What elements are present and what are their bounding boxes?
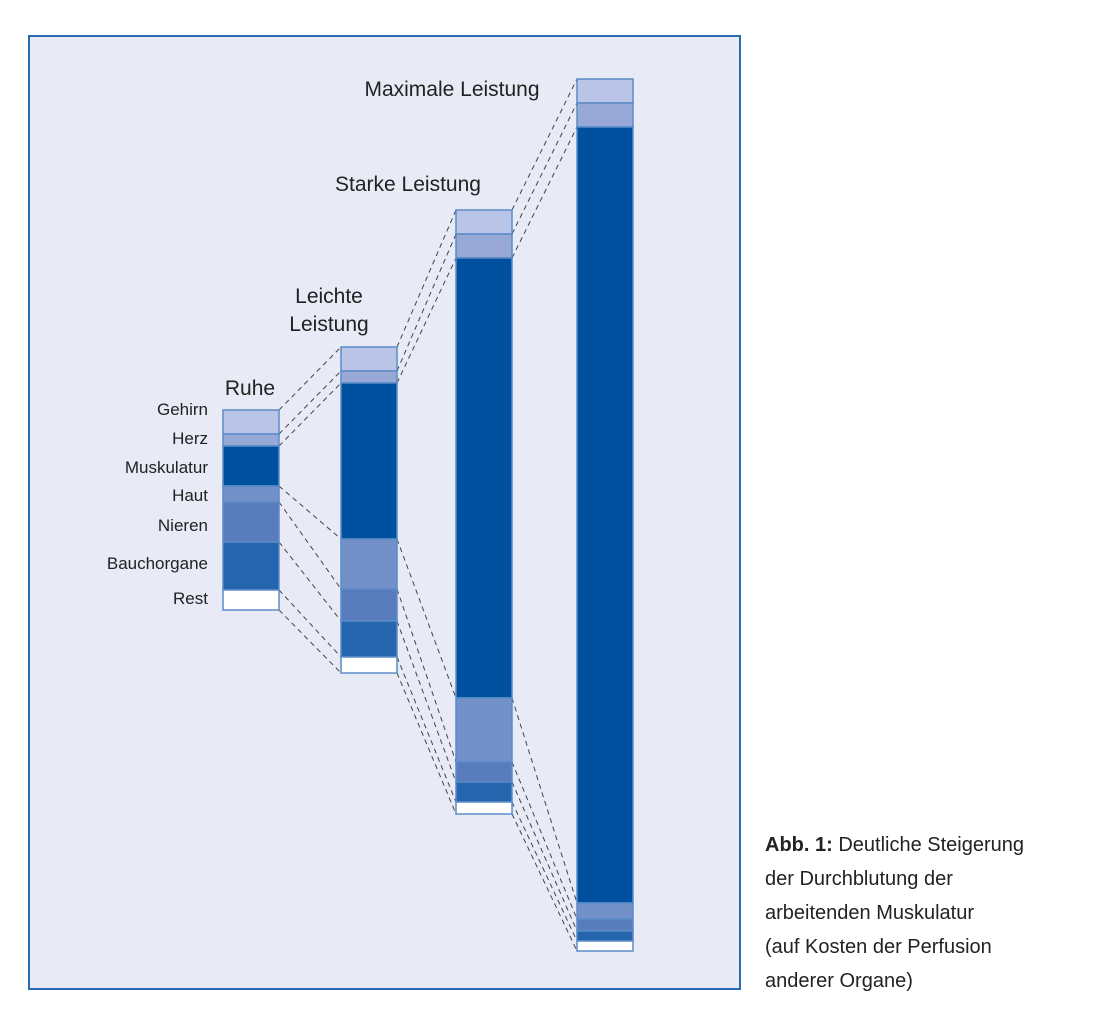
- caption-line: arbeitenden Muskulatur: [765, 902, 975, 924]
- connector-line: [396, 257, 457, 384]
- stage-label-ruhe: Ruhe: [224, 377, 276, 400]
- organ-label-rest: Rest: [173, 589, 208, 608]
- stage-label-leichte-line1: Leichte: [295, 285, 363, 308]
- connector-line: [511, 801, 578, 942]
- connector-line: [396, 656, 457, 803]
- bar-ruhe: [222, 409, 280, 611]
- bar-segment-haut: [222, 485, 280, 503]
- bar-segment-muskulatur: [455, 257, 513, 699]
- bar-segment-rest: [455, 801, 513, 815]
- bar-segment-herz: [576, 102, 634, 128]
- connector-line: [511, 781, 578, 932]
- bar-segment-gehirn: [455, 209, 513, 235]
- organ-label-bauchorgane: Bauchorgane: [106, 554, 208, 573]
- bar-segment-gehirn: [222, 409, 280, 435]
- bar-segment-bauchorgane: [576, 930, 634, 942]
- stage-label-starke: Starke Leistung: [335, 173, 481, 196]
- bar-segment-nieren: [340, 588, 398, 622]
- bar-segment-muskulatur: [576, 126, 634, 904]
- connector-line: [278, 501, 342, 590]
- bar-starke-leistung: [455, 209, 513, 815]
- connector-line: [278, 609, 342, 674]
- connector-line: [511, 697, 578, 904]
- organ-label-muskulatur: Muskulatur: [124, 458, 208, 477]
- bar-segment-nieren: [576, 918, 634, 932]
- connector-line: [278, 346, 342, 411]
- connector-line: [278, 541, 342, 622]
- connector-line: [278, 485, 342, 540]
- bar-segment-nieren: [455, 761, 513, 783]
- connector-line: [396, 209, 457, 348]
- bar-segment-bauchorgane: [222, 541, 280, 591]
- organ-label-gehirn: Gehirn: [156, 400, 208, 419]
- connector-line: [278, 370, 342, 435]
- connector-line: [396, 233, 457, 372]
- connector-line: [396, 672, 457, 815]
- bar-segment-gehirn: [340, 346, 398, 372]
- bar-segment-muskulatur: [222, 445, 280, 487]
- stage-label-leichte-line2: Leistung: [289, 313, 369, 336]
- caption-line: Deutliche Steigerung: [838, 834, 1025, 856]
- bar-segment-haut: [576, 902, 634, 920]
- bar-segment-haut: [340, 538, 398, 590]
- connector-line: [511, 102, 578, 235]
- caption-line: der Durchblutung der: [765, 868, 953, 890]
- connector-line: [511, 78, 578, 211]
- bar-segment-bauchorgane: [455, 781, 513, 803]
- connector-line: [396, 588, 457, 763]
- bar-leichte-leistung: [340, 346, 398, 674]
- caption-prefix: Abb. 1:: [765, 834, 833, 856]
- connector-line: [511, 813, 578, 952]
- bar-segment-gehirn: [576, 78, 634, 104]
- figure-caption: Abb. 1: Deutliche Steigerung der Durchbl…: [765, 828, 1024, 998]
- bar-segment-rest: [222, 589, 280, 611]
- bar-segment-herz: [340, 370, 398, 384]
- bar-maximale-leistung: [576, 78, 634, 952]
- connector-lines: [278, 78, 578, 952]
- organ-label-herz: Herz: [172, 429, 208, 448]
- bar-segment-nieren: [222, 501, 280, 543]
- bar-segment-muskulatur: [340, 382, 398, 540]
- bar-segment-haut: [455, 697, 513, 763]
- organ-label-haut: Haut: [172, 486, 208, 505]
- caption-line: (auf Kosten der Perfusion: [765, 936, 992, 958]
- bar-segment-rest: [340, 656, 398, 674]
- stage-label-maximale: Maximale Leistung: [364, 78, 540, 101]
- connector-line: [278, 589, 342, 658]
- connector-line: [511, 126, 578, 259]
- bar-segment-herz: [222, 433, 280, 447]
- connector-line: [278, 382, 342, 447]
- bar-segment-rest: [576, 940, 634, 952]
- bar-segment-herz: [455, 233, 513, 259]
- bar-segment-bauchorgane: [340, 620, 398, 658]
- connector-line: [511, 761, 578, 920]
- organ-label-nieren: Nieren: [157, 516, 208, 535]
- connector-line: [396, 620, 457, 783]
- caption-line: anderer Organe): [765, 970, 913, 992]
- connector-line: [396, 538, 457, 699]
